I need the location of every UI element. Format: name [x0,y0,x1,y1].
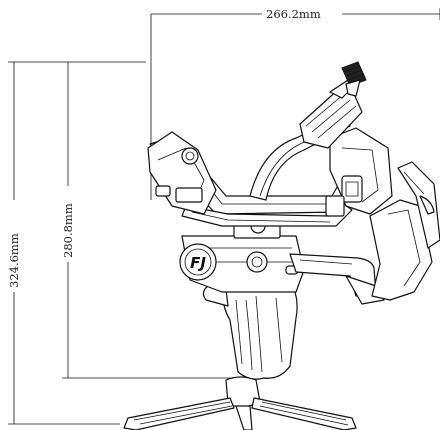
upright-arm [369,161,440,301]
outer-height-dimension-label: 324.6mm [7,233,21,288]
logo-text: FJ [190,254,206,272]
width-dimension-label: 266.2mm [266,7,321,21]
handle-grip [202,275,298,380]
left-mount-block [147,131,217,215]
inner-height-dimension: 280.8mm [61,62,232,379]
outer-height-dimension: 324.6mm [7,61,146,425]
tilt-arm [289,253,385,305]
inner-height-dimension-label: 280.8mm [61,203,75,258]
tripod [123,376,357,430]
gimbal-body [181,235,305,293]
logo-badge: FJ [179,243,217,281]
top-knob [341,61,367,97]
right-mount-block [325,127,393,217]
